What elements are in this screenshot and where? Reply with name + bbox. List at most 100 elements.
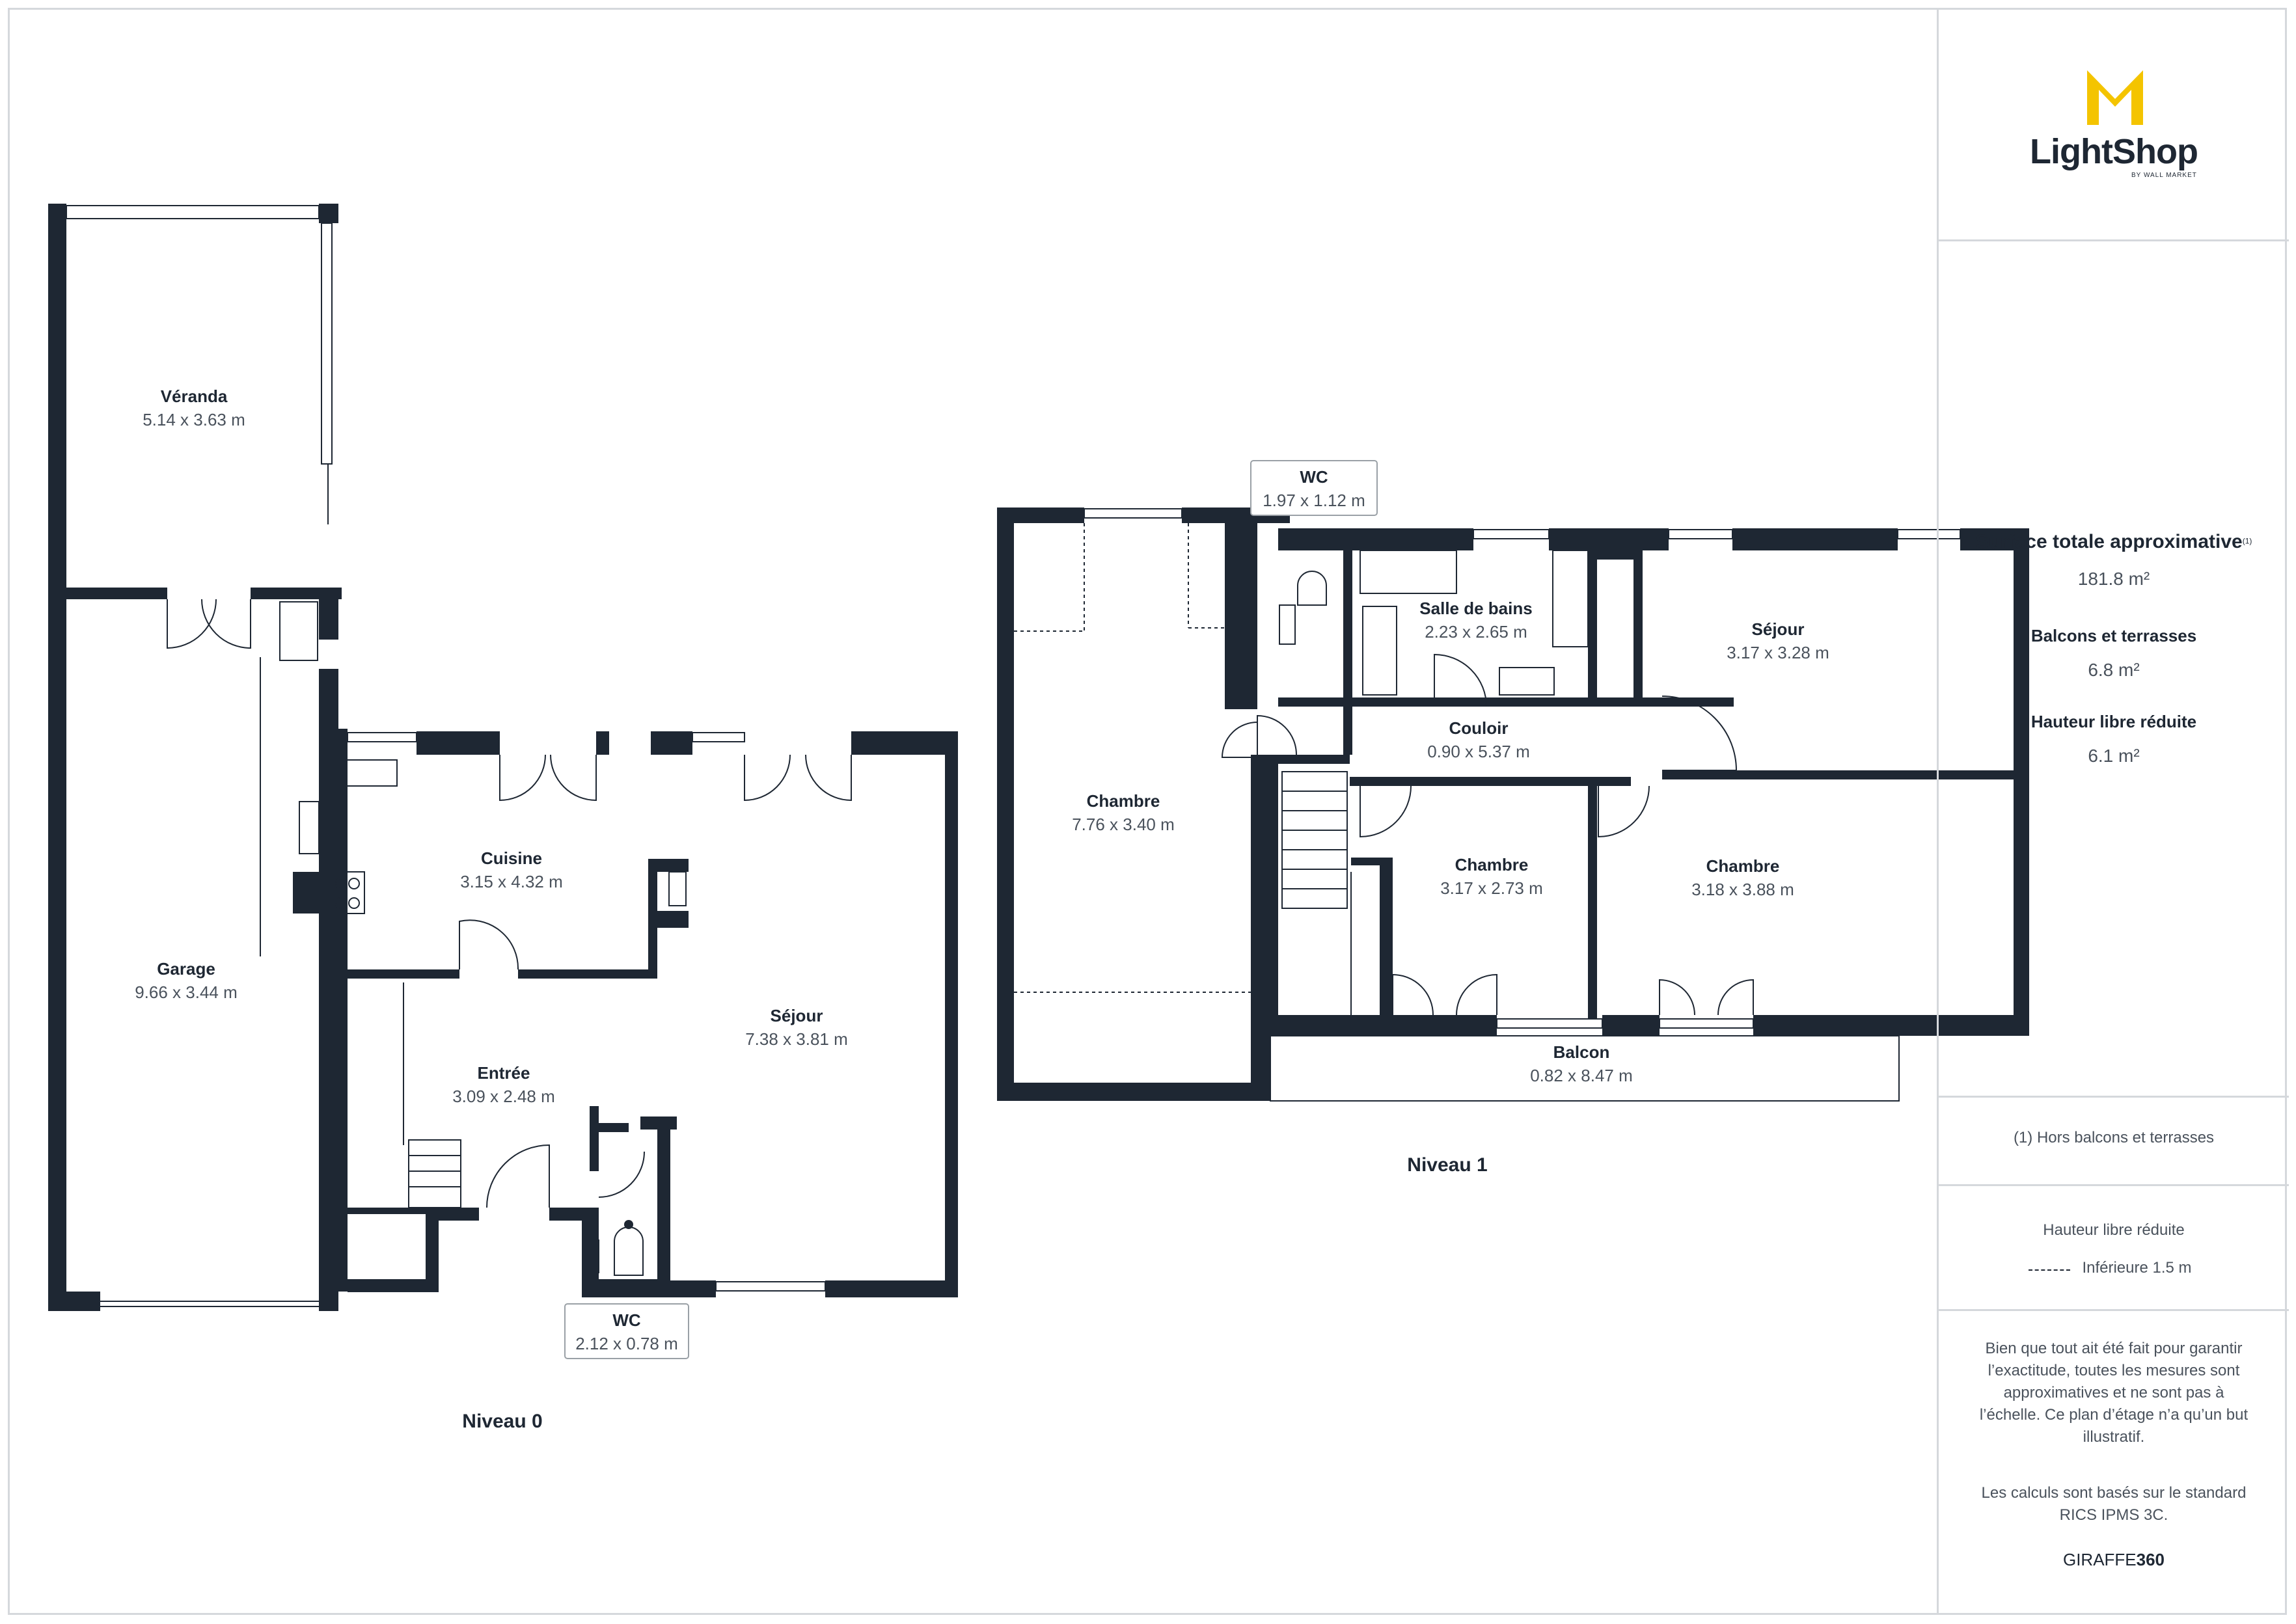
room-dimensions: 9.66 x 3.44 m bbox=[135, 982, 238, 1002]
wall bbox=[319, 204, 338, 223]
disclaimer-section: Bien que tout ait été fait pour garantir… bbox=[1939, 1309, 2289, 1615]
legend-item-label: Inférieure 1.5 m bbox=[2082, 1259, 2192, 1277]
stove-icon bbox=[330, 871, 365, 914]
surface-summary: Surface totale approximative(1) 181.8 m²… bbox=[1939, 239, 2289, 1098]
sink-icon bbox=[279, 601, 318, 661]
door bbox=[1360, 785, 1412, 838]
logo-section: LightShop BY WALL MARKET bbox=[1939, 8, 2289, 241]
fridge-icon bbox=[299, 801, 320, 854]
stairs bbox=[408, 1139, 461, 1208]
room-name: Balcon bbox=[1553, 1042, 1610, 1062]
wall bbox=[582, 1279, 670, 1297]
wall bbox=[648, 859, 657, 979]
door bbox=[805, 754, 852, 802]
brand-name: LightShop bbox=[2030, 132, 2198, 171]
room-dimensions: 3.17 x 3.28 m bbox=[1727, 643, 1829, 662]
wall bbox=[657, 1126, 670, 1297]
legend-section: Hauteur libre réduite Inférieure 1.5 m bbox=[1939, 1184, 2289, 1311]
room-tag-box bbox=[564, 1303, 689, 1359]
wall bbox=[1753, 1015, 2029, 1036]
burner bbox=[335, 897, 347, 909]
wall bbox=[319, 588, 338, 640]
wall bbox=[348, 1208, 426, 1214]
wall bbox=[1343, 707, 1352, 755]
level-1-plan bbox=[997, 508, 2029, 1102]
wall bbox=[657, 911, 689, 928]
balcony-label: Balcons et terrasses bbox=[2030, 626, 2197, 645]
door bbox=[1717, 979, 1754, 1016]
footnote-section: (1) Hors balcons et terrasses bbox=[1939, 1096, 2289, 1186]
wall bbox=[825, 1280, 958, 1297]
room-name: Chambre bbox=[1087, 791, 1160, 811]
giraffe-360: 360 bbox=[2136, 1550, 2165, 1569]
wall bbox=[590, 1123, 629, 1132]
wall bbox=[851, 731, 958, 755]
wall bbox=[48, 1292, 100, 1311]
room-name: Entrée bbox=[478, 1063, 530, 1083]
level-1-labels: WC 1.97 x 1.12 m Salle de bains 2.23 x 2… bbox=[1072, 460, 1829, 1176]
window bbox=[66, 205, 320, 219]
door bbox=[744, 754, 791, 802]
wall bbox=[651, 731, 692, 755]
door bbox=[201, 599, 251, 649]
wall bbox=[1278, 755, 1350, 764]
window bbox=[1668, 529, 1733, 539]
door bbox=[1434, 653, 1487, 707]
window bbox=[1659, 1018, 1754, 1029]
level-title: Niveau 0 bbox=[462, 1411, 542, 1432]
level-0-plan bbox=[48, 204, 958, 1311]
room-name: Séjour bbox=[771, 1006, 823, 1025]
wall bbox=[1588, 777, 1597, 1019]
room-dimensions: 0.90 x 5.37 m bbox=[1427, 742, 1530, 761]
wall bbox=[439, 1208, 479, 1221]
door bbox=[1598, 785, 1650, 838]
wall bbox=[1270, 1015, 1395, 1036]
door bbox=[167, 599, 217, 649]
room-dimensions: 3.17 x 2.73 m bbox=[1440, 878, 1543, 898]
wall bbox=[1602, 1015, 1660, 1036]
wall bbox=[945, 731, 958, 1297]
oven-icon bbox=[668, 871, 687, 906]
wall bbox=[518, 969, 656, 979]
legend-title: Hauteur libre réduite bbox=[2043, 1221, 2185, 1239]
brand-subtitle: BY WALL MARKET bbox=[2131, 172, 2197, 179]
door bbox=[1456, 973, 1497, 1016]
wall bbox=[1278, 697, 1734, 707]
room-dimensions: 0.82 x 8.47 m bbox=[1530, 1066, 1633, 1085]
door bbox=[1257, 714, 1297, 755]
door bbox=[1661, 696, 1738, 771]
wall bbox=[1549, 528, 1669, 550]
wall bbox=[1343, 550, 1352, 697]
wall bbox=[426, 1208, 439, 1292]
wall bbox=[1350, 777, 1597, 786]
wall bbox=[66, 588, 167, 599]
wall bbox=[338, 969, 459, 979]
room-name: Chambre bbox=[1455, 855, 1529, 874]
room-dimensions: 3.09 x 2.48 m bbox=[452, 1087, 555, 1106]
room-name: Garage bbox=[157, 959, 215, 979]
reduced-height-label: Hauteur libre réduite bbox=[2030, 712, 2197, 731]
level-0-labels: Véranda 5.14 x 3.63 m Garage 9.66 x 3.44… bbox=[135, 386, 848, 1432]
total-area-label: Surface totale approximative bbox=[1975, 531, 2243, 552]
giraffe360-logo: GIRAFFE360 bbox=[1939, 1550, 2289, 1570]
level-title: Niveau 1 bbox=[1407, 1154, 1487, 1176]
lightshop-logo-icon bbox=[2087, 70, 2143, 125]
info-panel: LightShop BY WALL MARKET Surface totale … bbox=[1937, 8, 2289, 1615]
balcony-value: 6.8 m² bbox=[2088, 660, 2140, 680]
giraffe-text: GIRAFFE bbox=[2062, 1550, 2137, 1569]
wall bbox=[1633, 550, 1643, 697]
wall bbox=[997, 508, 1084, 523]
window bbox=[715, 1281, 826, 1292]
wall bbox=[596, 731, 609, 755]
room-dimensions: 7.38 x 3.81 m bbox=[745, 1029, 848, 1049]
room-name: Séjour bbox=[1752, 619, 1805, 639]
wall bbox=[1225, 508, 1257, 709]
total-area-note: (1) bbox=[2242, 536, 2252, 546]
wall bbox=[1588, 550, 1597, 697]
legend-item: Inférieure 1.5 m bbox=[2029, 1257, 2224, 1279]
wall bbox=[670, 1280, 716, 1297]
room-name: Salle de bains bbox=[1419, 599, 1532, 618]
window bbox=[321, 223, 333, 465]
